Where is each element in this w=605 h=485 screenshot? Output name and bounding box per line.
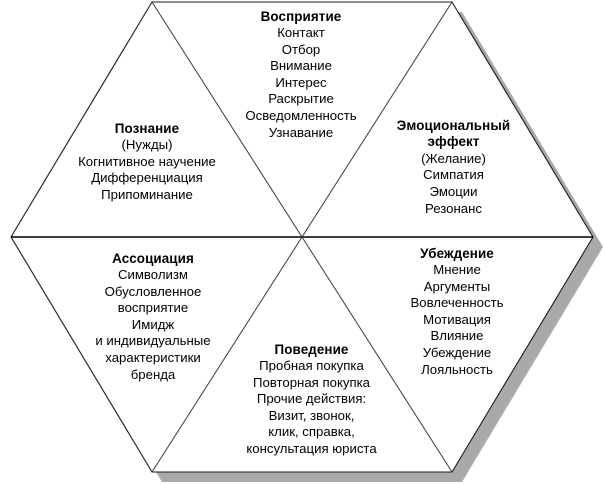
- segment-behaviour-title: Поведение: [274, 342, 349, 357]
- segment-perception-line-4: Интерес: [275, 74, 327, 90]
- segment-association-line-1: Символизм: [117, 267, 189, 282]
- segment-persuasion-line-7: Лояльность: [421, 361, 493, 377]
- segment-association-line-4: Имидж: [131, 316, 175, 332]
- segment-persuasion-line-1: Мнение: [433, 262, 481, 277]
- segment-association-line-5: и индивидуальные: [95, 333, 211, 349]
- segment-persuasion-line-3: Вовлеченность: [410, 295, 504, 311]
- segment-behaviour-line-6: консультация юриста: [246, 440, 377, 456]
- segment-perception-line-7: Узнавание: [268, 124, 334, 140]
- segment-association-title: Ассоциация: [112, 251, 194, 266]
- divider-diagonal-ne-sw: [151, 1, 453, 473]
- segment-emotional-effect-line-1: (Желание): [421, 150, 486, 166]
- segment-perception-title: Восприятие: [260, 9, 342, 24]
- segment-perception-line-2: Отбор: [281, 41, 321, 57]
- segment-persuasion-line-4: Мотивация: [423, 311, 491, 327]
- segment-perception: Восприятие Контакт Отбор Внимание Интере…: [181, 8, 421, 141]
- segment-emotional-effect-line-4: Резонанс: [425, 200, 482, 216]
- segment-cognition-line-4: Припоминание: [101, 186, 193, 202]
- segment-persuasion-title: Убеждение: [420, 246, 494, 261]
- segment-behaviour: Поведение Пробная покупка Повторная поку…: [199, 341, 424, 458]
- segment-behaviour-line-4: Визит, звонок,: [268, 407, 355, 423]
- segment-association-line-3: восприятие: [117, 300, 189, 316]
- segment-emotional-effect-title: Эмоциональный: [396, 118, 511, 133]
- hexagon-dividers: [11, 1, 593, 473]
- segment-association: Ассоциация Символизм Обусловленное воспр…: [48, 250, 258, 383]
- segment-cognition-line-2: Когнитивное научение: [78, 153, 216, 169]
- segment-association-line-2: Обусловленное: [104, 283, 202, 299]
- segment-persuasion-line-5: Влияние: [430, 328, 484, 344]
- segment-association-line-7: бренда: [130, 366, 176, 382]
- segment-persuasion-line-6: Убеждение: [422, 344, 492, 360]
- segment-perception-line-3: Внимание: [270, 58, 332, 74]
- segment-perception-line-5: Раскрытие: [268, 91, 334, 107]
- segment-behaviour-line-2: Повторная покупка: [252, 374, 371, 390]
- segment-perception-line-1: Контакт: [277, 25, 325, 40]
- segment-cognition: Познание (Нужды) Когнитивное научение Ди…: [27, 120, 267, 203]
- segment-emotional-effect-line-3: Эмоции: [429, 184, 478, 199]
- segment-perception-line-6: Осведомленность: [245, 107, 357, 123]
- segment-behaviour-line-5: клик, справка,: [268, 424, 355, 440]
- segment-persuasion-line-2: Аргументы: [423, 278, 491, 294]
- segment-persuasion: Убеждение Мнение Аргументы Вовлеченность…: [367, 245, 547, 378]
- segment-behaviour-line-1: Пробная покупка: [259, 358, 364, 373]
- segment-cognition-line-1: (Нужды): [121, 137, 173, 152]
- segment-emotional-effect-title-second-line: эффект: [427, 134, 480, 150]
- segment-cognition-line-3: Дифференциация: [91, 170, 203, 186]
- segment-emotional-effect: Эмоциональный эффект (Желание) Симпатия …: [366, 118, 541, 217]
- segment-emotional-effect-line-2: Симпатия: [423, 167, 484, 183]
- segment-cognition-title: Познание: [114, 121, 180, 136]
- segment-association-line-6: характеристики: [105, 349, 201, 365]
- segment-behaviour-line-3: Прочие действия:: [256, 391, 367, 407]
